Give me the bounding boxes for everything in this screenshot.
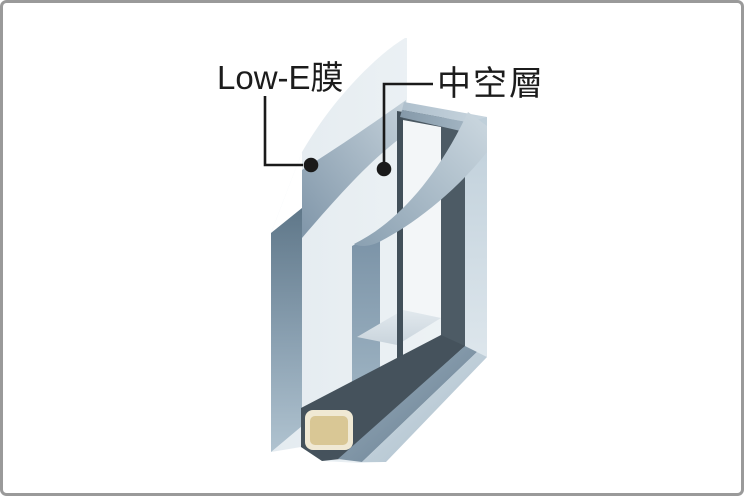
annotations [263, 82, 433, 167]
spacer-left-rail [397, 111, 403, 364]
leader-line-air-layer [382, 82, 433, 162]
leader-line-low-e-film [263, 96, 303, 167]
unit-bottom-face-outer [362, 352, 487, 462]
label-low-e-film: Low-E膜 [217, 59, 344, 96]
label-air-layer: 中空層 [437, 65, 545, 103]
background-notch [271, 152, 302, 233]
annotation-dot-air-layer [376, 161, 392, 177]
unit-right-side-face [465, 117, 487, 357]
unit-top-face-inner [400, 110, 478, 132]
back-pane-reflection-band [354, 112, 487, 246]
cavity-interior-wall [403, 120, 441, 318]
desiccant-block [310, 416, 348, 445]
annotation-dot-low-e-film [303, 157, 319, 173]
front-pane-left-edge-face [271, 208, 302, 452]
unit-bottom-face-inner [338, 346, 477, 462]
glass-unit-illustration [271, 38, 487, 463]
low-e-film-band [302, 100, 406, 238]
